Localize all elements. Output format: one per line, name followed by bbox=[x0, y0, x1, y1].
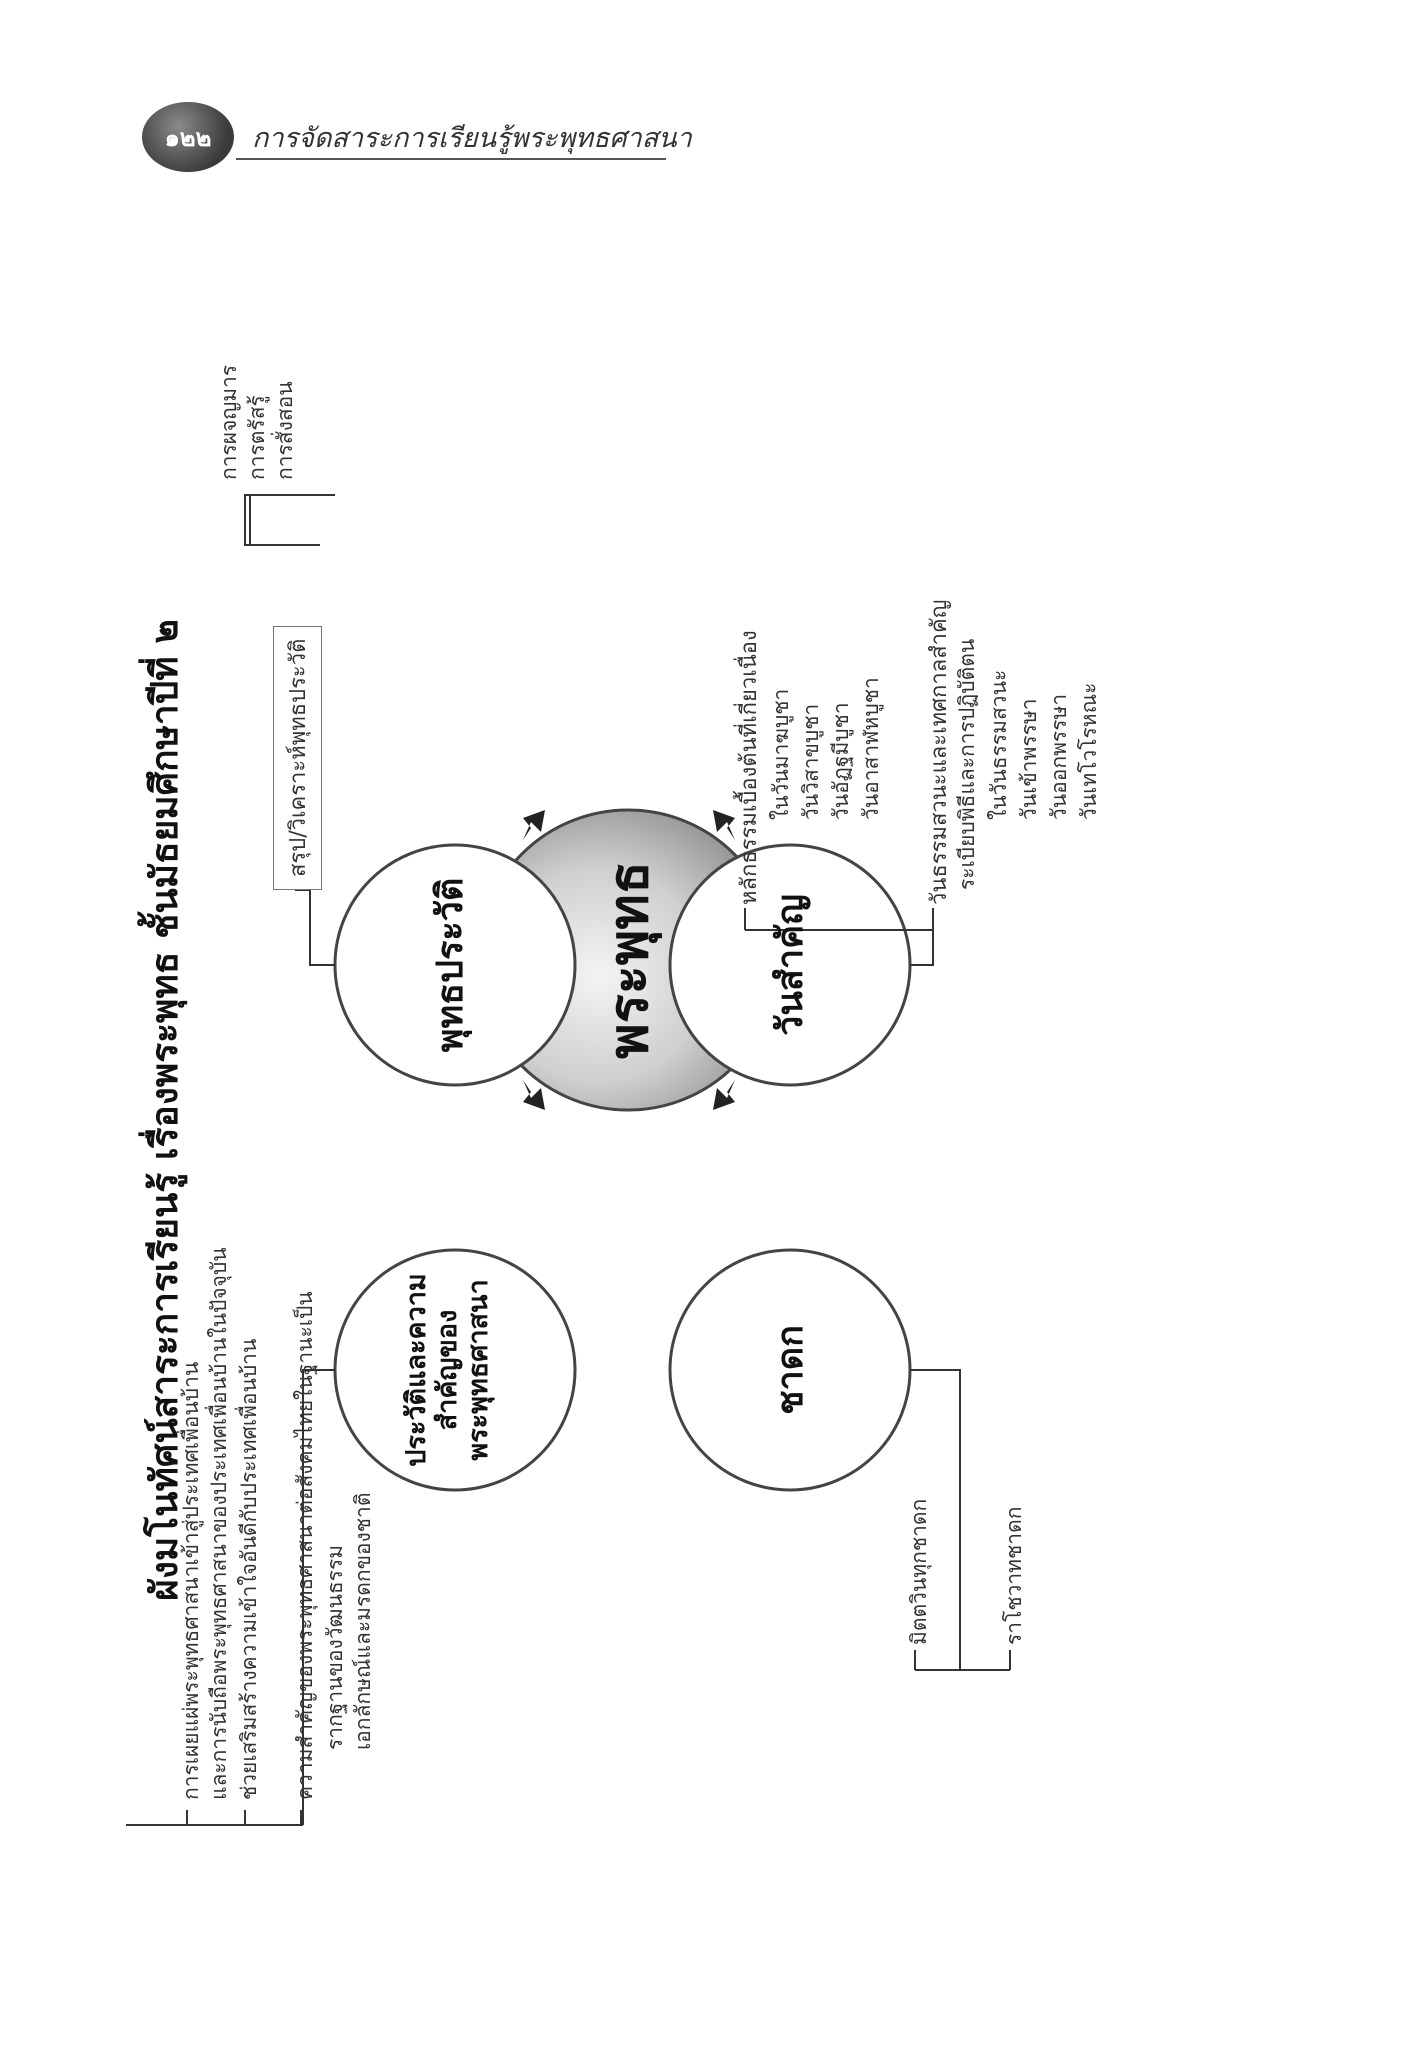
arrow-top-right bbox=[523, 810, 545, 840]
importance-label: ประวัติและความ สำคัญของ พระพุทธศาสนา bbox=[401, 1270, 494, 1470]
jataka-item-1: มิตตวินทุกชาดก bbox=[907, 1498, 931, 1645]
connector-lines bbox=[126, 494, 1011, 1826]
jataka-item-2: ราโชวาทชาดก bbox=[1002, 1506, 1026, 1645]
holy-days-g1-item-1: ในวันมาฆบูชา bbox=[769, 688, 793, 820]
importance-label-line-1: ประวัติและความ bbox=[401, 1273, 432, 1467]
holy-days-g2-item-3: วันออกพรรษา bbox=[1047, 693, 1071, 820]
holy-days-label: วันสำคัญ bbox=[769, 894, 811, 1036]
holy-days-group2-subheading: ระเบียบพิธีและการปฏิบัติตน bbox=[955, 638, 979, 890]
history-item-3: การสั่งสอน bbox=[273, 381, 297, 480]
jataka-label: ชาดก bbox=[769, 1325, 811, 1415]
arrow-bottom-left bbox=[713, 1080, 735, 1110]
importance-label-line-2: สำคัญของ bbox=[432, 1309, 464, 1431]
importance-item-1-line-2: และการนับถือพระพุทธศาสนาของประเทศเพื่อนบ… bbox=[207, 1247, 231, 1800]
importance-label-line-3: พระพุทธศาสนา bbox=[463, 1279, 495, 1461]
holy-days-g1-item-2: วันวิสาขบูชา bbox=[799, 703, 823, 820]
center-label: พระพุทธ bbox=[596, 861, 660, 1059]
arrow-set bbox=[523, 810, 735, 1110]
importance-item-2: ช่วยเสริมสร้างความเข้าใจอันดีกับประเทศเพ… bbox=[237, 1338, 261, 1800]
history-summary-box: สรุป/วิเคราะห์พุทธประวัติ bbox=[273, 625, 322, 890]
concept-map: ผังมโนทัศน์สาระการเรียนรู้ เรื่องพระพุทธ… bbox=[125, 210, 1255, 2010]
importance-bracket bbox=[185, 1810, 303, 1826]
importance-item-3-sub-2: เอกลักษณ์และมรดกของชาติ bbox=[351, 1492, 375, 1750]
arrow-bottom-right bbox=[713, 810, 735, 840]
holy-days-g2-item-4: วันเทโวโรหณะ bbox=[1077, 682, 1101, 820]
importance-item-3-line-1: ความสำคัญของพระพุทธศาสนาต่อสังคมไทยในฐาน… bbox=[293, 1291, 317, 1800]
holy-days-g1-item-4: วันอาสาฬหบูชา bbox=[859, 677, 883, 820]
holy-days-group1-heading: หลักธรรมเบื้องต้นที่เกี่ยวเนื่อง bbox=[737, 630, 762, 905]
history-label: พุทธประวัติ bbox=[429, 877, 471, 1053]
holy-days-g1-item-3: วันอัฏฐมีบูชา bbox=[829, 702, 853, 820]
page-number: ๑๒๒ bbox=[164, 122, 212, 152]
holy-days-g2-item-1: ในวันธรรมสวนะ bbox=[987, 669, 1011, 820]
book-title: การจัดสาระการเรียนรู้พระพุทธศาสนา bbox=[252, 123, 692, 154]
arrow-top-left bbox=[523, 1080, 545, 1110]
page-number-badge: ๑๒๒ bbox=[142, 102, 234, 172]
header-rule bbox=[236, 158, 666, 160]
holy-days-g2-item-2: วันเข้าพรรษา bbox=[1017, 698, 1041, 820]
